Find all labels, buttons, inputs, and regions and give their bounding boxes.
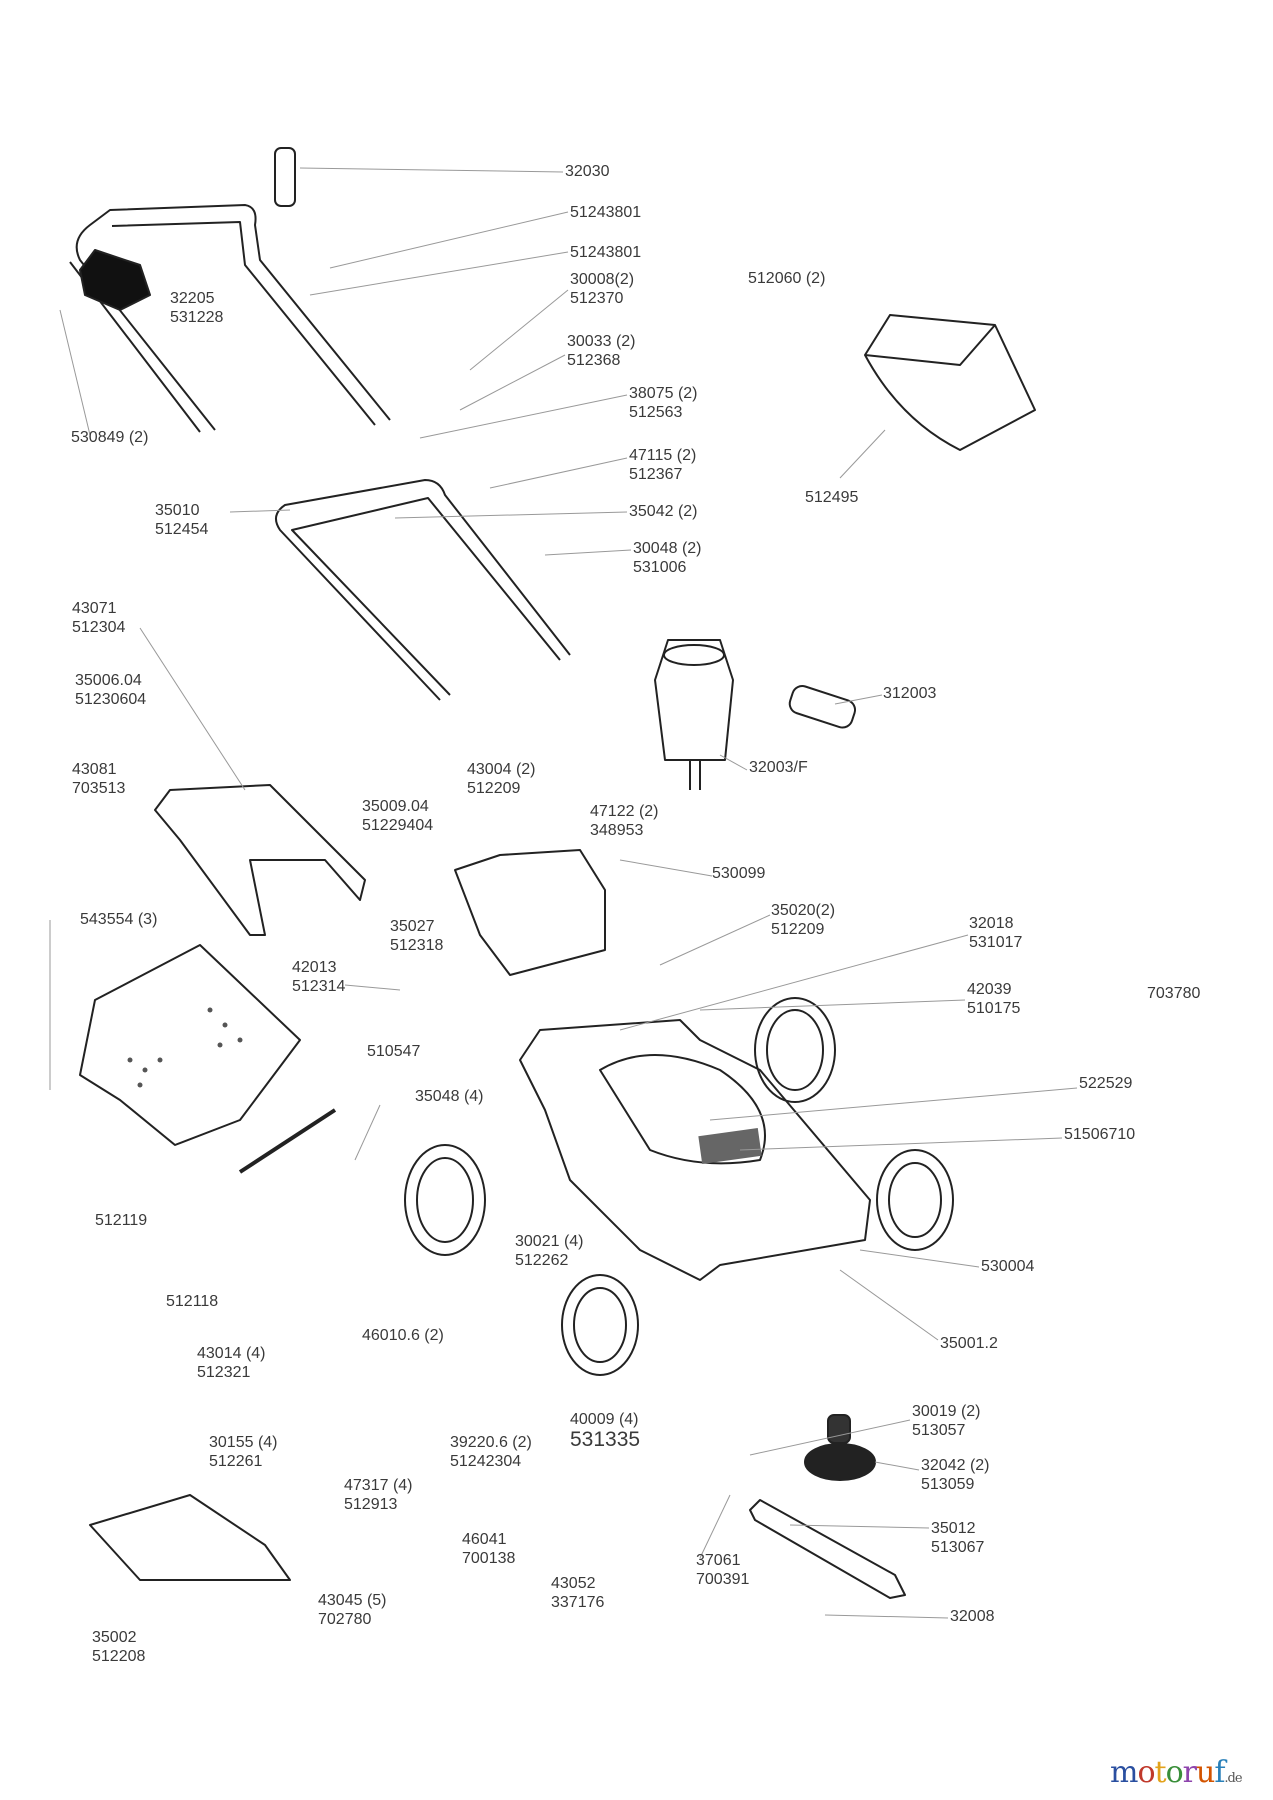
wheels (404, 997, 954, 1376)
upper-handle (69, 204, 391, 433)
switch-box (79, 249, 151, 311)
blade (749, 1499, 906, 1599)
part-label-530099: 530099 (712, 865, 766, 882)
part-label-512119: 512119 (95, 1212, 148, 1229)
part-label-30019: 30019 (2)513057 (912, 1403, 981, 1439)
part-label-47115: 47115 (2)512367 (629, 447, 697, 483)
part-label-543554: 543554 (3) (80, 911, 158, 928)
part-label-30008: 30008(2)512370 (570, 271, 635, 307)
part-label-30048: 30048 (2)531006 (633, 540, 702, 576)
part-label-510547: 510547 (367, 1043, 421, 1060)
part-label-312003: 312003 (883, 685, 937, 702)
lower-handle (275, 479, 571, 701)
part-label-30021: 30021 (4)512262 (515, 1233, 584, 1269)
grass-bag-lid (864, 314, 1036, 451)
part-label-530004: 530004 (981, 1258, 1035, 1275)
part-label-512060: 512060 (2) (748, 270, 826, 287)
part-label-51243801: 51243801 (570, 204, 642, 221)
part-label-35001-2: 35001.2 (940, 1335, 998, 1352)
part-label-40009: 40009 (4)531335 (570, 1411, 641, 1451)
part-label-30033: 30033 (2)512368 (567, 333, 636, 369)
part-label-47122: 47122 (2)348953 (590, 803, 659, 839)
logo-letter: f (1214, 1755, 1225, 1790)
mower-deck (519, 1019, 871, 1281)
part-label-43004: 43004 (2)512209 (467, 761, 536, 797)
part-label-703780: 703780 (1147, 985, 1201, 1002)
part-label-43014: 43014 (4)512321 (197, 1345, 266, 1381)
handle-bracket (154, 784, 366, 936)
part-label-46010-6: 46010.6 (2) (362, 1327, 444, 1344)
part-label-512495: 512495 (805, 489, 859, 506)
logo-letter: u (1195, 1755, 1215, 1790)
logo-brand: motoruf (1110, 1755, 1225, 1790)
part-label-51506710: 51506710 (1064, 1126, 1136, 1143)
motor (654, 639, 734, 790)
logo-letter: o (1165, 1755, 1184, 1790)
logo-suffix: .de (1224, 1771, 1242, 1786)
part-label-30155: 30155 (4)512261 (209, 1434, 278, 1470)
part-label-522529: 522529 (1079, 1075, 1133, 1092)
logo-letter: t (1154, 1755, 1167, 1790)
grass-catcher (79, 944, 301, 1146)
part-label-47317: 47317 (4)512913 (344, 1477, 413, 1513)
part-label-35020: 35020(2)512209 (771, 902, 836, 938)
side-discharge (89, 1494, 291, 1581)
capacitor (788, 685, 857, 729)
basket-rod (238, 1108, 337, 1174)
part-label-530849: 530849 (2) (71, 429, 149, 446)
part-label-32042: 32042 (2)513059 (921, 1457, 990, 1493)
leader-lines (49, 167, 1078, 1619)
warning-label (698, 1127, 762, 1165)
part-label-38075: 38075 (2)512563 (629, 385, 698, 421)
part-label-39220-6: 39220.6 (2)51242304 (450, 1434, 532, 1470)
part-label-512118: 512118 (166, 1293, 219, 1310)
part-label-32003f: 32003/F (749, 759, 808, 776)
cable-clip (274, 147, 296, 207)
part-label-32030: 32030 (565, 163, 610, 180)
motoruf-logo: motoruf.de (1110, 1755, 1243, 1790)
logo-letter: o (1137, 1755, 1155, 1790)
rear-flap (454, 849, 606, 976)
part-label-43045: 43045 (5)702780 (318, 1592, 387, 1628)
part-label-35048: 35048 (4) (415, 1088, 484, 1105)
blade-adapter (827, 1414, 851, 1444)
logo-letter: r (1182, 1755, 1197, 1790)
logo-letter: m (1110, 1755, 1138, 1790)
part-label-51243801: 51243801 (570, 244, 642, 261)
part-label-35042: 35042 (2) (629, 503, 698, 520)
fan (804, 1443, 876, 1481)
part-label-32008: 32008 (950, 1608, 995, 1625)
